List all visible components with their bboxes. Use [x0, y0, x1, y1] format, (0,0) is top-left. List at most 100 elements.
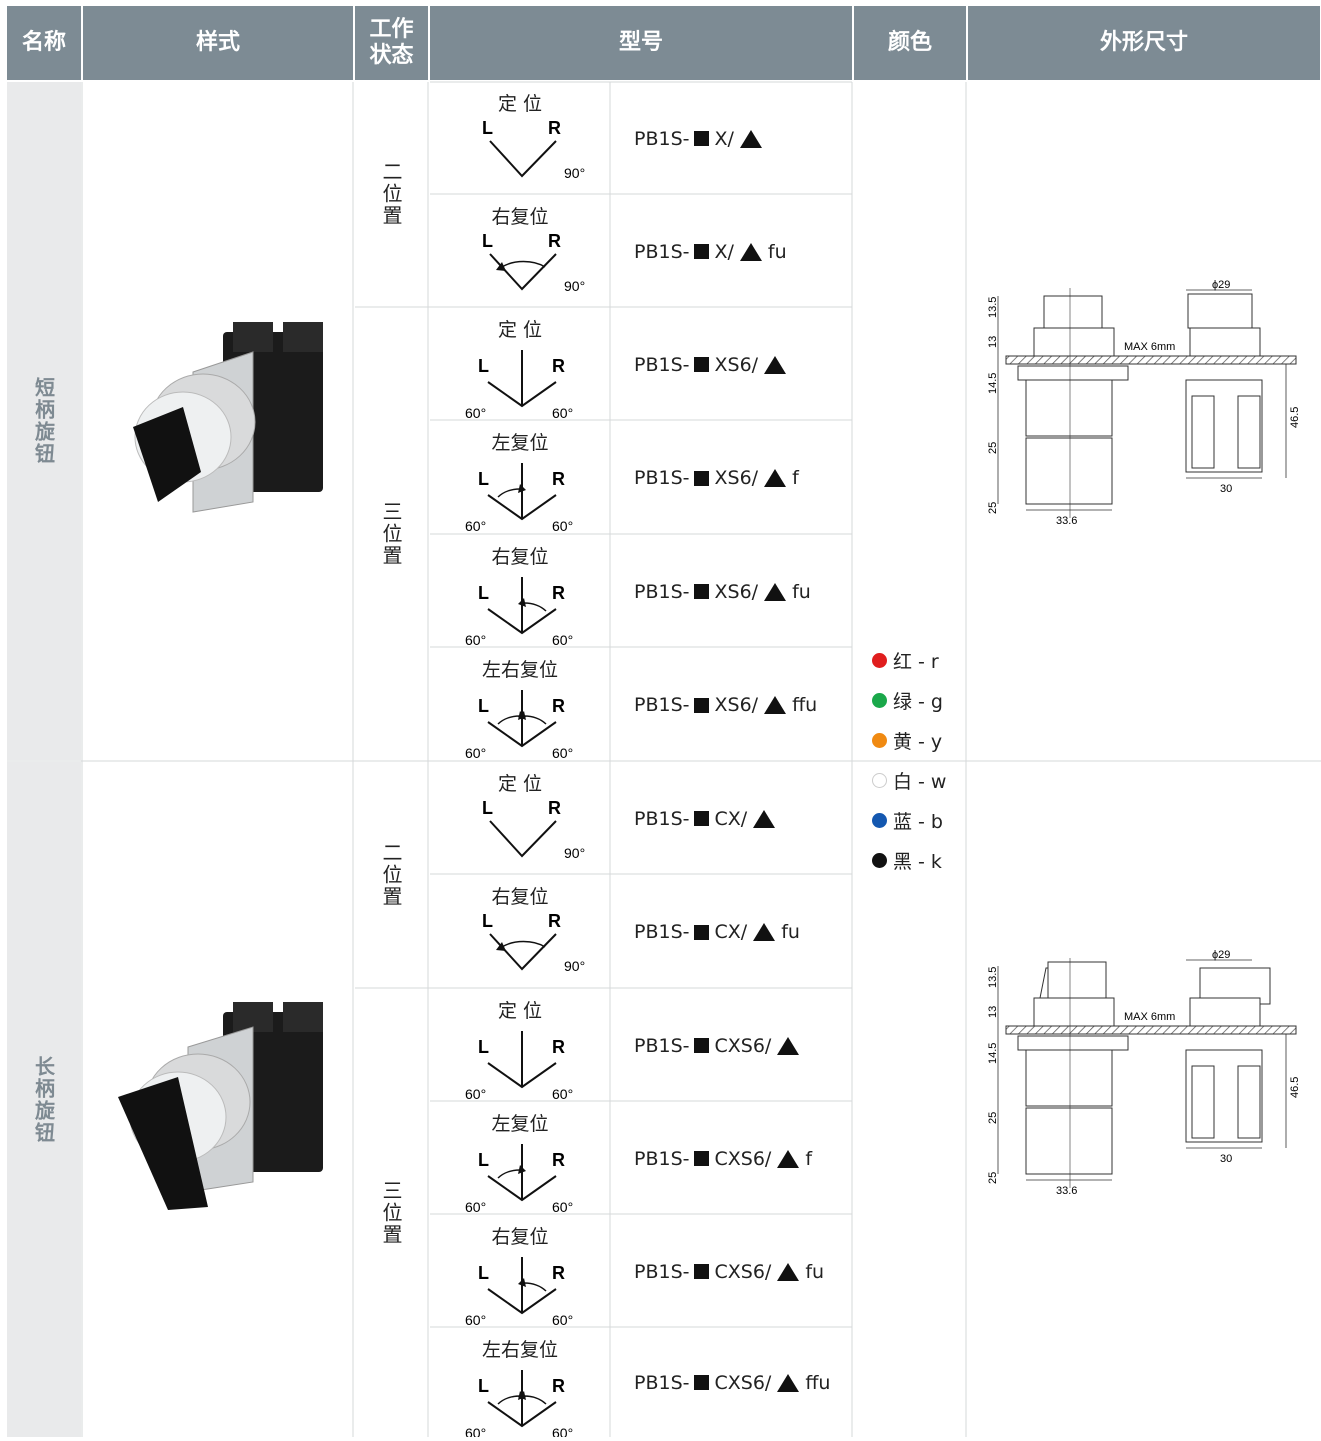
model-suffix: f	[792, 467, 799, 489]
model-suffix: f	[805, 1147, 813, 1170]
angle-label-right: 60°	[552, 518, 573, 534]
triangle-placeholder-icon	[753, 923, 776, 941]
model-prefix: PB1S-	[634, 127, 690, 150]
model-suffix: fu	[781, 921, 800, 943]
arrow-head	[518, 598, 526, 607]
triangle-placeholder-icon	[777, 1036, 800, 1055]
dim-13-5: 13.5	[987, 967, 999, 988]
model-mid: CXS6/	[714, 1371, 772, 1394]
dim-14-5: 14.5	[987, 373, 999, 394]
diagram-title: 定 位	[497, 93, 543, 115]
label-right: R	[552, 1150, 565, 1170]
angle-label-right: 60°	[552, 632, 573, 648]
arrow-head	[496, 262, 506, 271]
state-label: 三位置	[379, 1180, 403, 1246]
v-shape	[487, 1288, 557, 1315]
return-arrow-left	[497, 1169, 521, 1179]
angle-label-right: 60°	[552, 745, 573, 761]
color-option: 黄 - y	[872, 720, 966, 760]
label-left: L	[482, 118, 493, 138]
square-placeholder-icon	[693, 244, 709, 259]
dim-46-5: 46.5	[1289, 407, 1301, 428]
diagram-title: 定 位	[497, 319, 543, 341]
return-arrow-right	[523, 715, 547, 725]
angle-label: 90°	[564, 958, 585, 974]
model-code: PB1S-CX/fu	[612, 875, 852, 989]
square-placeholder-icon	[693, 924, 709, 940]
square-placeholder-icon	[693, 697, 709, 713]
model-mid: X/	[714, 240, 734, 263]
label-left: L	[478, 1376, 489, 1396]
square-placeholder-icon	[693, 1038, 709, 1053]
return-arrow-right	[523, 1282, 547, 1292]
color-option: 蓝 - b	[872, 800, 966, 840]
model-prefix: PB1S-	[634, 580, 690, 603]
v-shape	[489, 933, 557, 971]
color-label: 蓝 - b	[893, 810, 943, 833]
arrow-head	[518, 1165, 526, 1174]
group-name-short: 短柄旋钮	[7, 82, 81, 760]
header-style: 样式	[83, 6, 353, 80]
short-knob-image	[133, 322, 323, 513]
model-mid: XS6/	[714, 694, 759, 716]
angle-label-left: 60°	[465, 1312, 486, 1328]
model-code: PB1S-CX/	[612, 762, 852, 875]
header-name: 名称	[7, 6, 81, 80]
group-name-long: 长柄旋钮	[7, 762, 81, 1437]
product-image-short	[83, 82, 353, 760]
model-mid: CX/	[714, 807, 748, 830]
dim-25-a: 25	[987, 1112, 999, 1124]
diagram-title: 右复位	[491, 206, 549, 228]
model-mid: CXS6/	[714, 1260, 772, 1283]
model-prefix: PB1S-	[634, 353, 690, 376]
v-shape	[489, 253, 557, 291]
model-suffix: ffu	[805, 1371, 831, 1394]
angle-label-left: 60°	[465, 405, 486, 421]
angle-label-right: 60°	[552, 1199, 573, 1215]
color-option: 黑 - k	[872, 840, 966, 880]
header-dimensions: 外形尺寸	[968, 6, 1320, 80]
label-right: R	[552, 1037, 565, 1057]
diagram-title: 右复位	[491, 546, 549, 568]
label-left: L	[478, 583, 489, 603]
v-shape	[489, 820, 557, 858]
label-right: R	[548, 911, 561, 931]
v-shape	[487, 1401, 557, 1428]
color-dot-icon	[872, 812, 887, 828]
color-option: 绿 - g	[872, 680, 966, 720]
dim-13: 13	[987, 336, 999, 348]
square-placeholder-icon	[693, 470, 709, 486]
return-arrow-right	[523, 1395, 547, 1405]
return-arrow	[501, 940, 546, 948]
diagram-title: 左右复位	[481, 659, 558, 681]
model-code: PB1S-CXS6/fu	[612, 1215, 852, 1328]
model-code: PB1S-XS6/ffu	[612, 648, 852, 762]
model-code: PB1S-XS6/fu	[612, 535, 852, 648]
model-prefix: PB1S-	[634, 1260, 690, 1283]
label-left: L	[478, 696, 489, 716]
return-arrow-left	[497, 715, 521, 725]
label-left: L	[482, 911, 493, 931]
color-label: 黄 - y	[893, 730, 943, 753]
color-label: 白 - w	[893, 770, 947, 793]
v-shape	[487, 1062, 557, 1089]
label-left: L	[478, 1037, 489, 1057]
dim-33-6: 33.6	[1056, 515, 1077, 527]
triangle-placeholder-icon	[753, 809, 776, 828]
model-suffix: ffu	[792, 694, 818, 716]
angle-label-left: 60°	[465, 745, 486, 761]
v-shape	[487, 721, 557, 748]
triangle-placeholder-icon	[777, 1373, 800, 1392]
